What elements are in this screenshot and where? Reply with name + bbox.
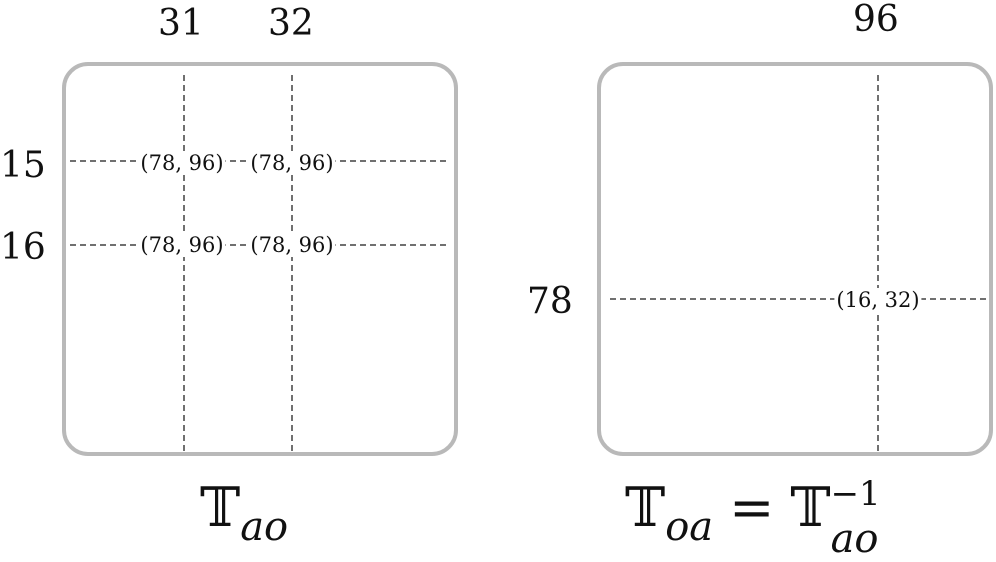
cell-15-31: (78, 96) bbox=[138, 151, 226, 175]
row-label-16: 16 bbox=[0, 227, 46, 268]
caption-subscript: ao bbox=[240, 504, 289, 550]
cell-16-32: (78, 96) bbox=[248, 233, 336, 257]
column-label-31: 31 bbox=[158, 3, 204, 44]
column-guide-32 bbox=[291, 75, 293, 451]
caption-rhs-superscript: −1 bbox=[830, 474, 881, 514]
caption-symbol: 𝕋 bbox=[625, 476, 666, 539]
row-guide-78 bbox=[610, 298, 986, 300]
caption-equals: = bbox=[729, 476, 775, 539]
caption-rhs-symbol: 𝕋 bbox=[790, 476, 831, 539]
row-label-78: 78 bbox=[527, 281, 573, 322]
cell-15-32: (78, 96) bbox=[248, 151, 336, 175]
caption-symbol: 𝕋 bbox=[200, 476, 241, 539]
cell-16-31: (78, 96) bbox=[138, 233, 226, 257]
caption-subscript: oa bbox=[665, 504, 714, 550]
row-label-15: 15 bbox=[0, 145, 46, 186]
cell-78-96: (16, 32) bbox=[834, 288, 922, 312]
column-label-96: 96 bbox=[853, 0, 899, 40]
tensor-ao-panel bbox=[62, 62, 458, 456]
column-label-32: 32 bbox=[268, 3, 314, 44]
caption-t-ao: 𝕋ao bbox=[200, 476, 288, 551]
tensor-oa-panel bbox=[597, 62, 993, 456]
caption-rhs-subscript: ao bbox=[830, 516, 879, 562]
column-guide-31 bbox=[183, 75, 185, 451]
column-guide-96 bbox=[877, 75, 879, 451]
